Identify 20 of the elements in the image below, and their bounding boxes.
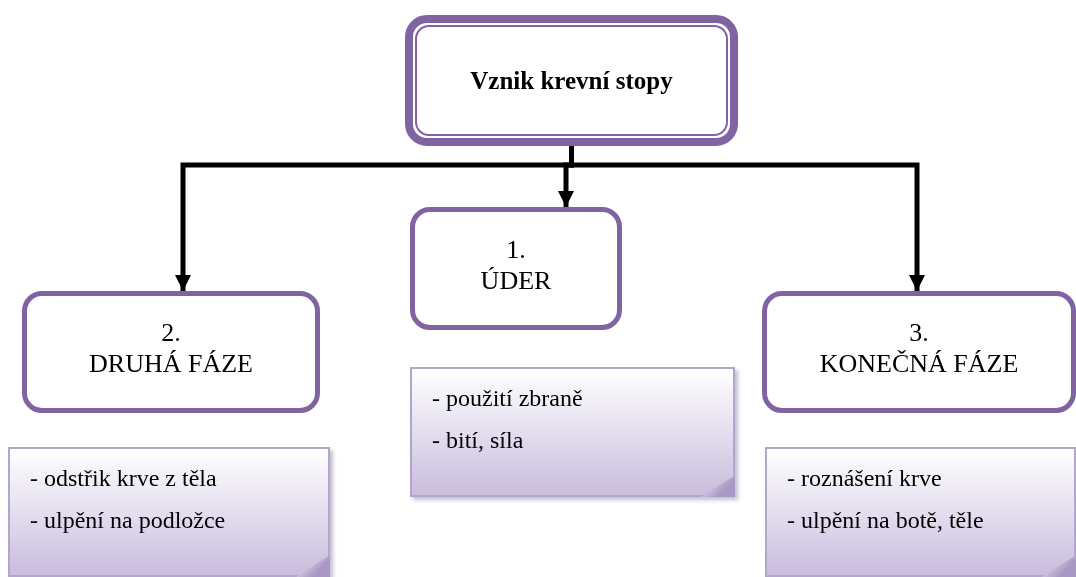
phase-box [22, 291, 320, 413]
note-text: - použití zbraně [432, 384, 584, 413]
phase-text: 2. [161, 317, 181, 348]
note-card [765, 447, 1076, 577]
phase-text: ÚDER [480, 264, 552, 296]
phase-text: KONEČNÁ FÁZE [819, 348, 1019, 379]
phase-text: 1. [506, 233, 526, 265]
phase-box [410, 207, 622, 330]
note-card [410, 367, 735, 497]
note-text: - ulpění na podložce [30, 506, 227, 535]
note-card [8, 447, 330, 577]
phase-box [762, 291, 1076, 413]
note-text: - ulpění na botě, těle [787, 506, 985, 535]
phase-text: DRUHÁ FÁZE [89, 348, 253, 379]
phase-text: 3. [909, 317, 929, 348]
note-text: - bití, síla [432, 426, 525, 455]
title-box [405, 15, 738, 146]
note-text: - odstřik krve z těla [30, 464, 218, 493]
title-text: Vznik krevní stopy [470, 66, 673, 95]
note-text: - roznášení krve [787, 464, 943, 493]
